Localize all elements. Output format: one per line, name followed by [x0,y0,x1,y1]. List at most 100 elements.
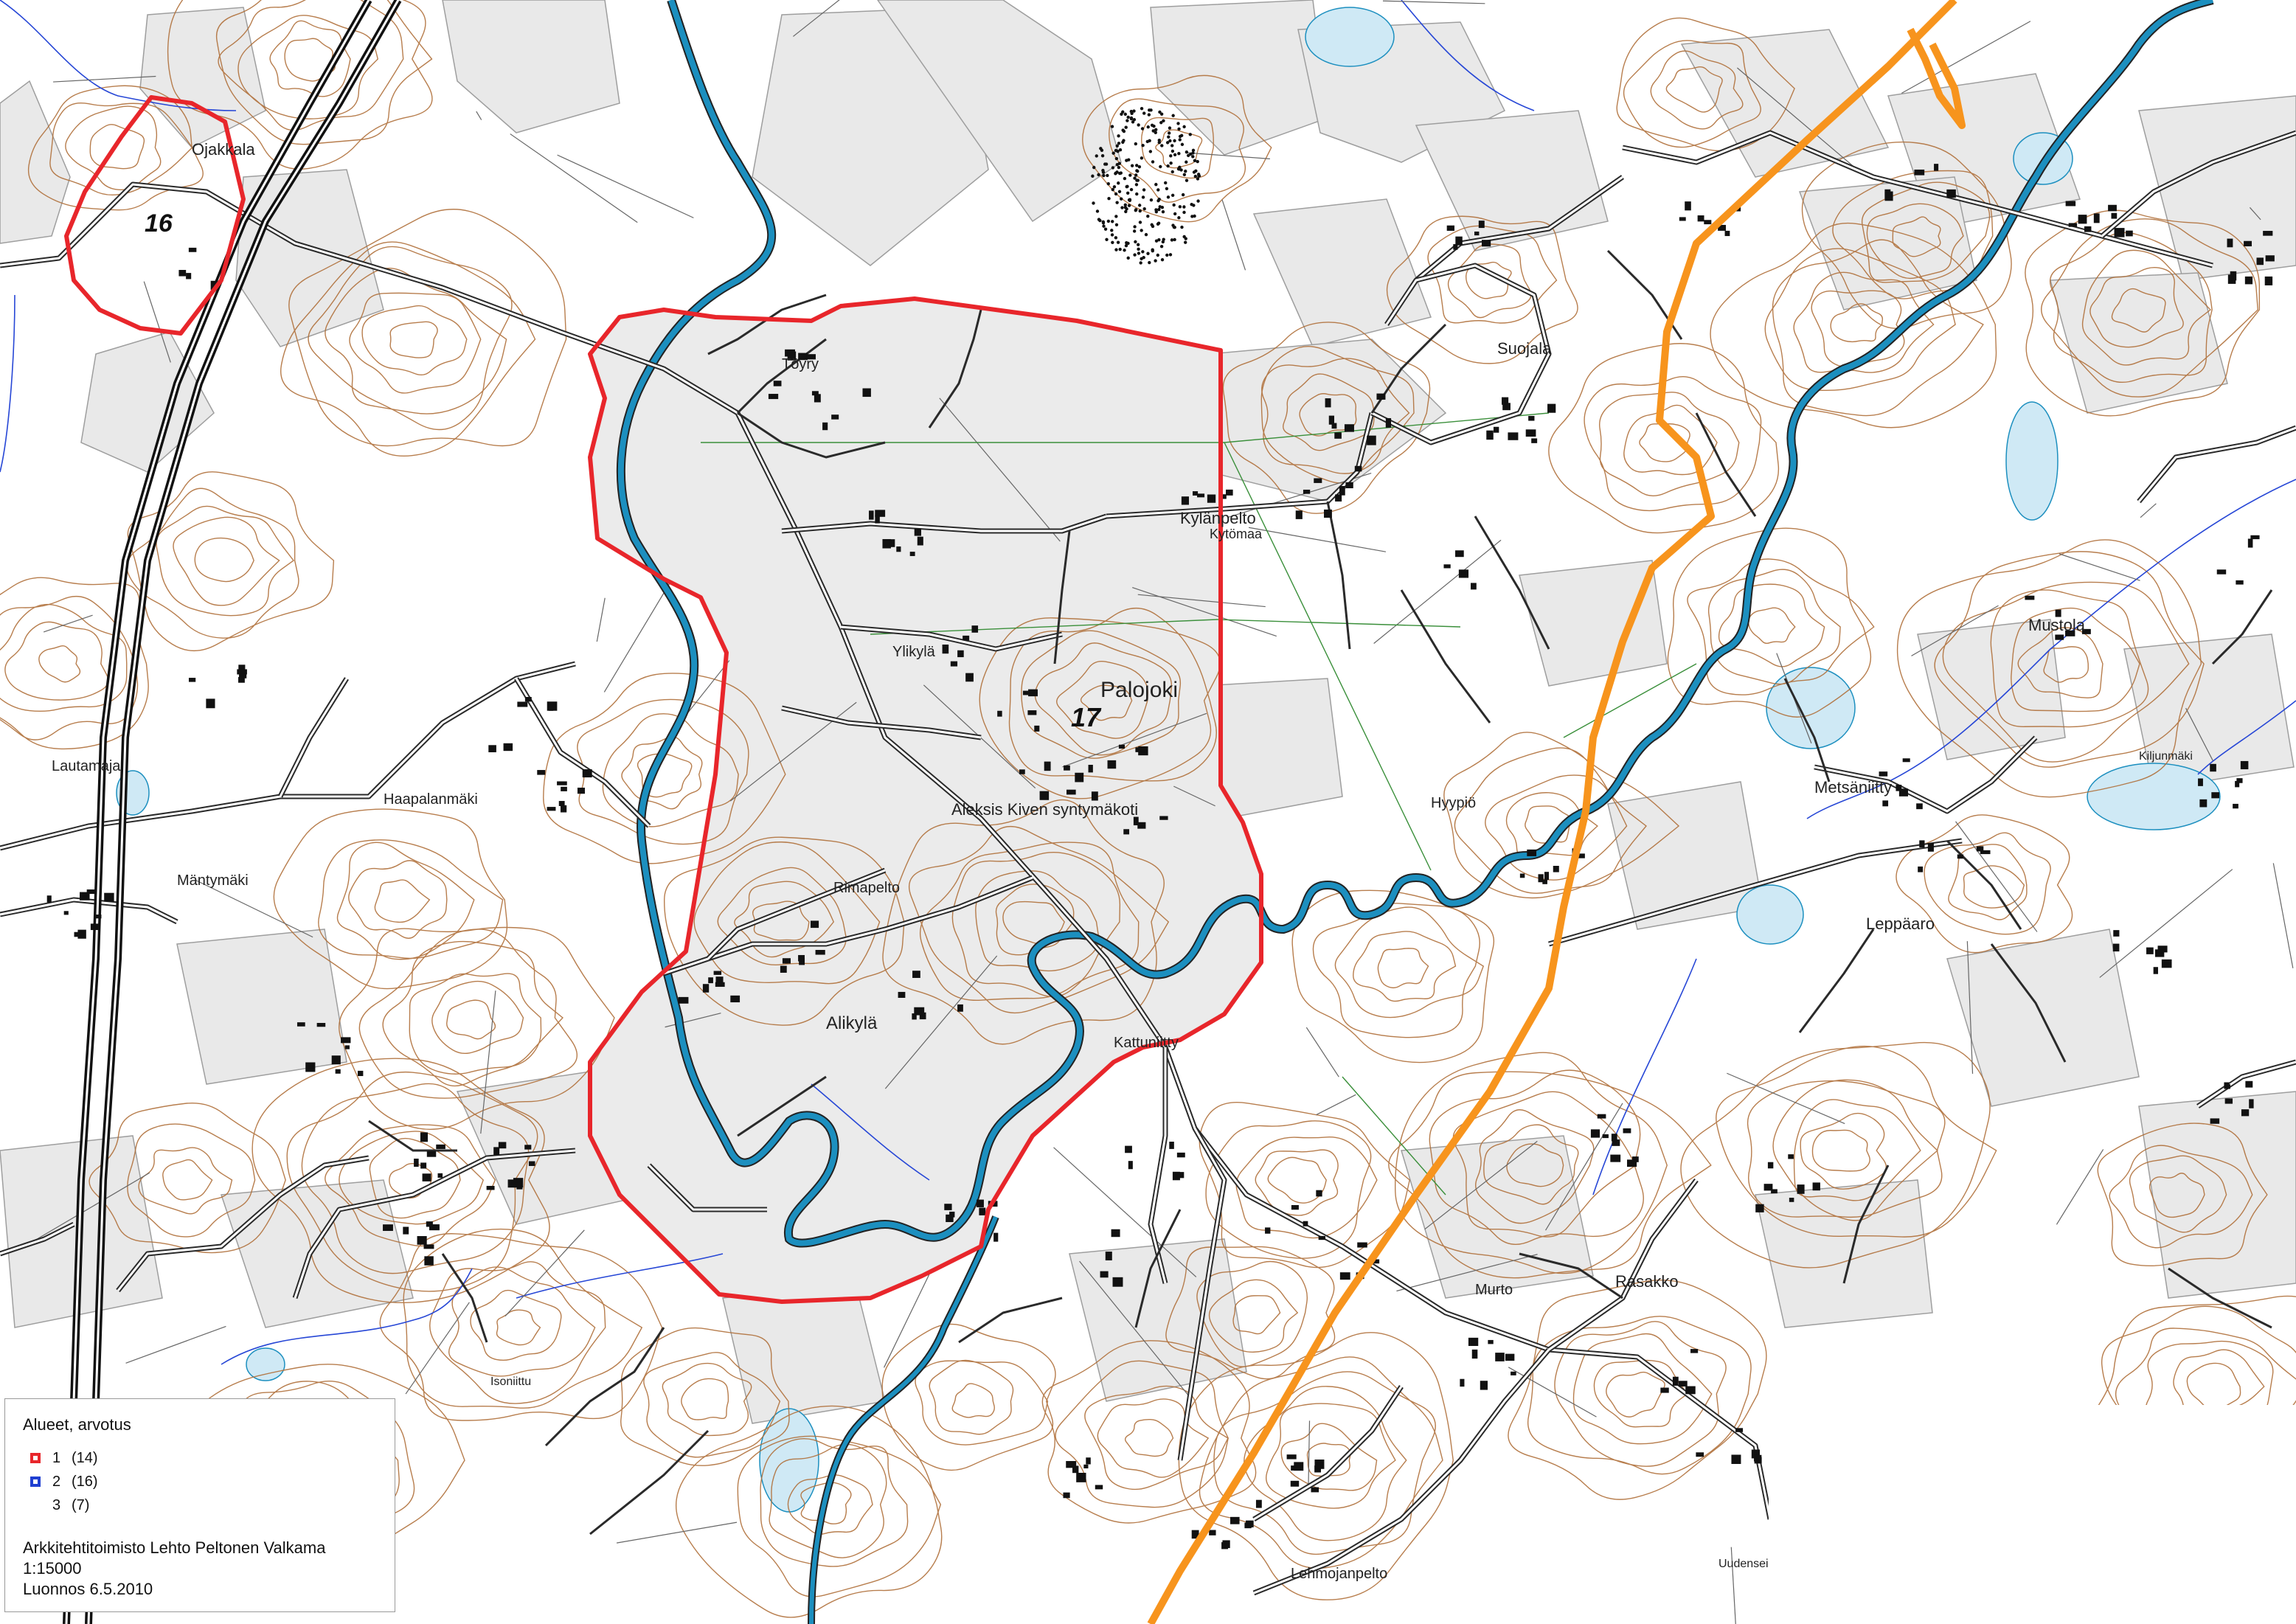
building [1575,853,1585,858]
minor-road [1519,1252,1623,1299]
contour-line [215,0,433,145]
field-border [43,614,93,633]
building [909,552,915,556]
gravel-dot [1139,261,1142,265]
building [2153,967,2158,974]
gravel-dot [1114,171,1118,175]
gravel-dot [1171,114,1175,117]
contour-line [1599,392,1740,496]
building [811,391,819,396]
gravel-dot [1170,170,1174,174]
building [316,1023,326,1027]
contour-line [1312,903,1480,1038]
building [2235,780,2240,788]
gravel-dot [1127,158,1131,162]
building [1316,1190,1322,1197]
building [946,1214,954,1223]
building [1125,1145,1132,1153]
contour-line [0,595,139,740]
gravel-dot [1134,208,1138,212]
gravel-dot [1129,109,1134,114]
contour-line [1896,814,2073,954]
minor-road [707,294,827,355]
building [2249,1099,2254,1108]
place-label-haapalanmaki: Haapalanmäki [384,791,478,808]
gravel-dot [1182,235,1186,239]
building [862,388,871,398]
minor-road [2211,589,2273,665]
gravel-dot [1161,209,1165,214]
gravel-dot [1159,121,1163,125]
contour-line [382,940,563,1087]
road-casing [0,897,178,925]
gravel-dot [1127,204,1131,207]
building [2224,1098,2233,1104]
building [965,673,974,682]
building [2244,276,2253,285]
building [1034,725,1040,732]
building [426,1221,433,1227]
building [331,1055,341,1065]
stream [1592,958,1697,1196]
road-fill [117,1156,370,1291]
field-border [665,1013,721,1028]
map-scale: 1:15000 [23,1559,82,1578]
contour-line [1280,1423,1378,1491]
contour-line [65,105,162,191]
contour-line [769,1443,887,1558]
road-fill [2197,1061,2296,1108]
gravel-dot [1148,260,1151,265]
contour-line [1291,889,1494,1063]
gravel-dot [1191,148,1196,153]
gravel-dot [1156,253,1160,257]
gravel-dot [1110,125,1114,128]
building [1221,1542,1229,1550]
field [1415,110,1609,251]
contour-line [389,321,438,358]
field-border [2185,707,2213,761]
contour-line [1454,747,1647,894]
contour-line [1124,1418,1174,1457]
gravel-dot [1133,176,1137,180]
gravel-dot [1162,237,1165,241]
contour-line [269,20,351,97]
contour-line [2041,218,2258,398]
gravel-dot [1129,187,1134,192]
orange-boundary [1147,0,1957,1624]
building [715,982,725,988]
area-17-boundary [588,296,1263,1304]
contour-line [882,799,1165,1045]
contour-line [403,1228,643,1409]
place-label-ojakkala: Ojakkala [192,140,255,159]
building [1230,1516,1240,1524]
building [1718,224,1727,231]
building [993,1232,999,1242]
stream [811,1083,930,1181]
place-label-isoniittu: Isoniittu [490,1375,531,1388]
building [63,911,69,915]
contour-line [1267,1156,1327,1204]
gravel-dot [1097,218,1101,221]
railway-track-center [65,0,370,1624]
building [1193,491,1199,496]
gravel-dot [1156,188,1160,192]
contour-line [1687,558,1875,695]
contour-line [787,1474,873,1535]
building [1318,1235,1326,1240]
field-border [1173,785,1215,807]
building [2065,630,2075,636]
field-border [195,879,313,938]
gravel-dot [1151,129,1155,133]
contour-line [1178,1332,1454,1600]
contour-line [173,516,280,606]
gravel-dot [1141,250,1145,254]
building [1754,1457,1762,1464]
building [2081,628,2091,634]
building [1471,583,1477,590]
road-fill [781,707,982,739]
building [919,1012,926,1020]
building [335,1069,341,1074]
building [537,770,546,775]
contour-line [1055,1360,1229,1508]
